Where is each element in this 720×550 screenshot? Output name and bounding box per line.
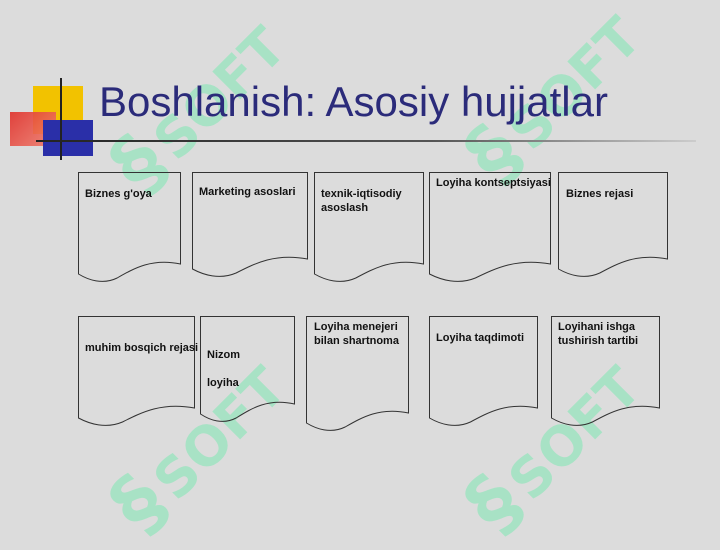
- document-label: texnik-iqtisodiy asoslash: [321, 188, 402, 214]
- document-shape: muhim bosqich rejasi: [78, 316, 199, 432]
- document-label: Loyiha menejeri bilan shartnoma: [314, 321, 399, 347]
- page-title: Boshlanish: Asosiy hujjatlar: [99, 78, 608, 125]
- document-outline: [314, 172, 424, 282]
- document-outline: [558, 172, 668, 277]
- document-outline: [78, 316, 195, 426]
- horizontal-rule: [36, 140, 696, 142]
- document-outline: [429, 172, 551, 282]
- document-shape: Biznes g'oya: [78, 172, 181, 288]
- document-outline: [429, 316, 538, 426]
- document-shape: Nizom loyiha: [200, 316, 295, 428]
- document-outline: [192, 172, 308, 277]
- document-shape: Marketing asoslari: [192, 172, 308, 283]
- document-outline-path: [200, 316, 295, 422]
- document-outline-path: [78, 316, 195, 426]
- vertical-line-decoration: [60, 78, 62, 160]
- document-label: Loyiha taqdimoti: [436, 332, 524, 344]
- document-outline-path: [558, 172, 668, 277]
- document-shape: Loyiha taqdimoti: [429, 316, 538, 432]
- watermark-logo-icon: §: [448, 458, 540, 550]
- document-outline-path: [314, 172, 424, 282]
- document-label: Marketing asoslari: [199, 186, 296, 198]
- document-outline-path: [306, 316, 409, 431]
- document-outline: [78, 172, 181, 282]
- document-label: Loyiha kontseptsiyasi: [436, 177, 551, 189]
- document-outline-path: [551, 316, 660, 426]
- document-outline-path: [192, 172, 308, 277]
- document-outline: [306, 316, 409, 431]
- watermark-logo-icon: §: [93, 458, 185, 550]
- document-shape: Loyiha kontseptsiyasi: [429, 172, 551, 288]
- document-shape: texnik-iqtisodiy asoslash: [314, 172, 424, 288]
- document-shape: Loyiha menejeri bilan shartnoma: [306, 316, 409, 437]
- document-shape: Biznes rejasi: [558, 172, 668, 283]
- document-label: muhim bosqich rejasi: [85, 342, 199, 354]
- document-outline-path: [78, 172, 181, 282]
- document-outline: [200, 316, 295, 422]
- document-outline-path: [429, 316, 538, 426]
- document-shape: Loyihani ishga tushirish tartibi: [551, 316, 660, 432]
- document-label: Nizom loyiha: [207, 349, 240, 389]
- document-label: Biznes rejasi: [566, 188, 634, 200]
- document-label: Loyihani ishga tushirish tartibi: [558, 321, 639, 347]
- blue-square-decoration: [43, 120, 93, 156]
- document-outline-path: [429, 172, 551, 282]
- document-label: Biznes g'oya: [85, 188, 152, 200]
- document-outline: [551, 316, 660, 426]
